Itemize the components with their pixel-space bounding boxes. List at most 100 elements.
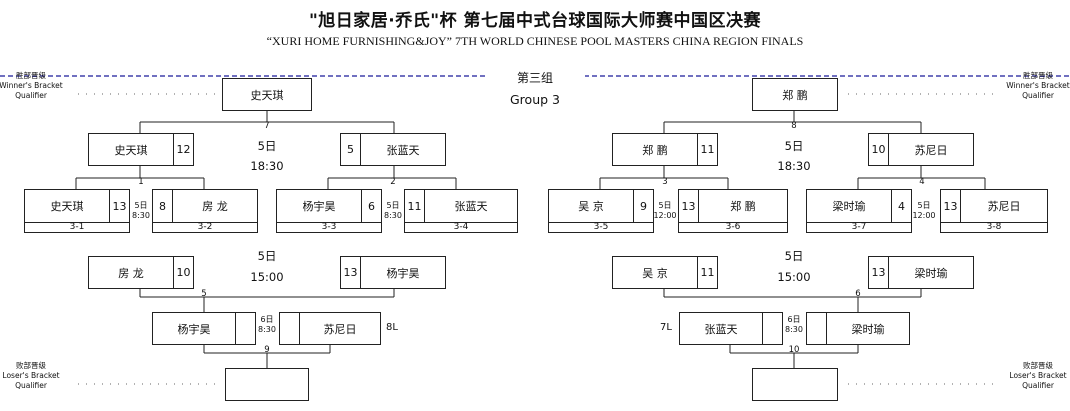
match-time: 8:30 bbox=[384, 211, 402, 220]
player-score bbox=[807, 313, 827, 344]
match-day: 5日 bbox=[917, 201, 931, 210]
right-lf-left-box: 张蓝天 bbox=[679, 312, 783, 345]
left-lb-right-box: 13 杨宇昊 bbox=[340, 256, 446, 289]
player-score: 13 bbox=[679, 190, 699, 222]
player-score: 12 bbox=[173, 134, 193, 165]
player-name: 杨宇昊 bbox=[177, 322, 211, 336]
match-day: 5日 bbox=[257, 249, 277, 263]
left-loser-qualifier-box bbox=[225, 368, 309, 401]
left-g1-b-box: 8 房 龙 3-2 bbox=[152, 189, 258, 233]
right-g3-a-box: 吴 京 9 3-5 bbox=[548, 189, 654, 233]
winner-qualifier-label-left: 胜部晋级 Winner's Bracket Qualifier bbox=[0, 71, 66, 101]
match-time: 15:00 bbox=[777, 270, 811, 284]
match-number: 9 bbox=[264, 345, 270, 355]
player-name: 史天琪 bbox=[114, 143, 148, 157]
right-r2-right-box: 10 苏尼日 bbox=[868, 133, 974, 166]
player-name: 梁时瑜 bbox=[832, 200, 866, 213]
player-score: 13 bbox=[109, 190, 129, 222]
match-day: 5日 bbox=[257, 139, 277, 153]
player-score: 10 bbox=[173, 257, 193, 288]
player-name: 吴 京 bbox=[578, 200, 604, 213]
match-number: 1 bbox=[138, 177, 144, 187]
player-score: 10 bbox=[869, 134, 889, 165]
loser-source-tag: 7L bbox=[660, 322, 672, 333]
left-g2-a-box: 杨宇昊 6 3-3 bbox=[276, 189, 382, 233]
match-time: 8:30 bbox=[132, 211, 150, 220]
player-score: 11 bbox=[697, 257, 717, 288]
player-score: 11 bbox=[405, 190, 425, 222]
match-day: 5日 bbox=[386, 201, 400, 210]
player-score: 5 bbox=[341, 134, 361, 165]
match-time: 18:30 bbox=[250, 159, 284, 173]
loser-label-cn: 败部晋级 bbox=[16, 361, 46, 370]
winner-label-en2: Qualifier bbox=[1022, 91, 1054, 100]
match-time: 15:00 bbox=[250, 270, 284, 284]
player-name: 苏尼日 bbox=[987, 200, 1021, 213]
match-number: 3 bbox=[662, 177, 668, 187]
game-code: 3-6 bbox=[725, 222, 741, 232]
right-lf-right-box: 梁时瑜 bbox=[806, 312, 910, 345]
winner-label-cn: 胜部晋级 bbox=[16, 71, 46, 80]
player-score: 9 bbox=[633, 190, 653, 222]
match-number: 8 bbox=[791, 121, 797, 131]
loser-label-en: Loser's Bracket bbox=[1009, 371, 1067, 380]
match-day: 5日 bbox=[134, 201, 148, 210]
group-label-cn: 第三组 bbox=[485, 69, 585, 86]
page-title: "旭日家居·乔氏"杯 第七届中式台球国际大师赛中国区决赛 bbox=[308, 11, 762, 31]
player-name: 张蓝天 bbox=[704, 322, 738, 336]
right-g3-b-box: 13 郑 鹏 3-6 bbox=[678, 189, 788, 233]
match-day: 6日 bbox=[260, 315, 274, 324]
right-winner-qualifier-box: 郑 鹏 bbox=[752, 78, 838, 111]
player-name: 张蓝天 bbox=[454, 200, 488, 213]
loser-label-en: Loser's Bracket bbox=[2, 371, 60, 380]
game-code: 3-8 bbox=[986, 222, 1002, 232]
page-subtitle: “XURI HOME FURNISHING&JOY” 7TH WORLD CHI… bbox=[266, 34, 804, 48]
match-time: 12:00 bbox=[653, 211, 677, 220]
winner-label-cn: 胜部晋级 bbox=[1023, 71, 1053, 80]
player-name: 郑 鹏 bbox=[730, 200, 756, 213]
match-day: 6日 bbox=[787, 315, 801, 324]
player-name: 房 龙 bbox=[202, 200, 228, 213]
winner-label-en2: Qualifier bbox=[15, 91, 47, 100]
game-code: 3-5 bbox=[593, 222, 609, 232]
match-number: 7 bbox=[264, 121, 270, 131]
left-lf-right-box: 苏尼日 bbox=[279, 312, 381, 345]
match-time: 18:30 bbox=[777, 159, 811, 173]
player-score bbox=[235, 313, 255, 344]
player-score bbox=[280, 313, 300, 344]
player-name: 吴 京 bbox=[642, 266, 668, 280]
game-code: 3-2 bbox=[197, 222, 213, 232]
left-g1-a-box: 史天琪 13 3-1 bbox=[24, 189, 130, 233]
player-score: 11 bbox=[697, 134, 717, 165]
loser-label-en2: Qualifier bbox=[15, 381, 47, 390]
loser-label-cn: 败部晋级 bbox=[1023, 361, 1053, 370]
player-score: 13 bbox=[941, 190, 961, 222]
player-name: 梁时瑜 bbox=[851, 322, 885, 336]
match-time: 8:30 bbox=[258, 325, 276, 334]
winner-label-en: Winner's Bracket bbox=[0, 81, 63, 90]
left-r2-left-box: 史天琪 12 bbox=[88, 133, 194, 166]
winner-label-en: Winner's Bracket bbox=[1006, 81, 1070, 90]
match-number: 6 bbox=[855, 289, 861, 299]
loser-qualifier-label-right: 败部晋级 Loser's Bracket Qualifier bbox=[1003, 361, 1070, 391]
left-lf-left-box: 杨宇昊 bbox=[152, 312, 256, 345]
match-day: 5日 bbox=[784, 249, 804, 263]
match-day: 5日 bbox=[784, 139, 804, 153]
player-name: 房 龙 bbox=[118, 266, 144, 280]
match-number: 5 bbox=[201, 289, 207, 299]
player-name: 梁时瑜 bbox=[914, 266, 948, 280]
game-code: 3-3 bbox=[321, 222, 337, 232]
player-name: 苏尼日 bbox=[914, 143, 948, 157]
player-score bbox=[762, 313, 782, 344]
player-name: 杨宇昊 bbox=[302, 200, 336, 213]
right-r2-left-box: 郑 鹏 11 bbox=[612, 133, 718, 166]
player-score: 4 bbox=[891, 190, 911, 222]
game-code: 3-1 bbox=[69, 222, 85, 232]
right-lb-left-box: 吴 京 11 bbox=[612, 256, 718, 289]
right-loser-qualifier-box bbox=[752, 368, 838, 401]
player-score: 13 bbox=[869, 257, 889, 288]
winner-qualifier-label-right: 胜部晋级 Winner's Bracket Qualifier bbox=[1003, 71, 1070, 101]
loser-label-en2: Qualifier bbox=[1022, 381, 1054, 390]
